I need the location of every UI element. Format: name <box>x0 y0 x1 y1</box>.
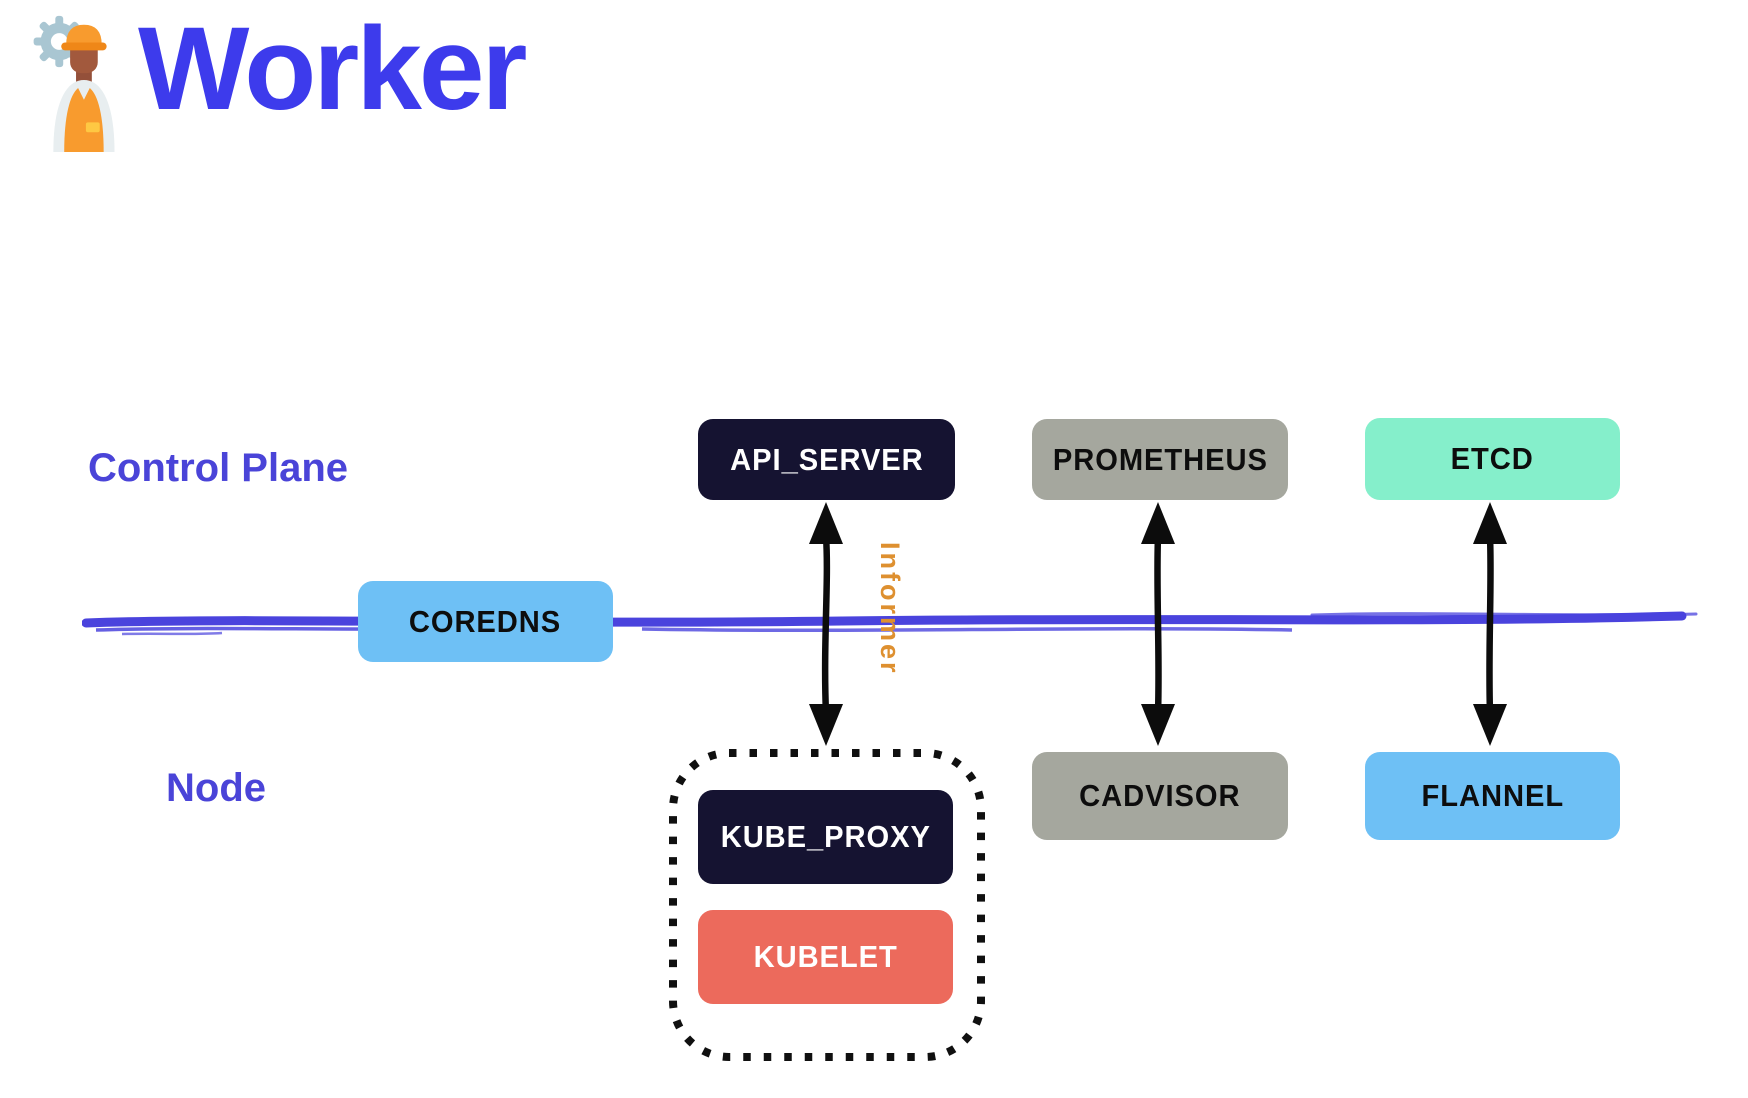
node-flannel-label: FLANNEL <box>1421 778 1564 813</box>
node-kubelet-label: KUBELET <box>753 939 898 974</box>
informer-label: Informer <box>875 542 905 676</box>
node-flannel: FLANNEL <box>1365 752 1620 840</box>
arrow-api-server-kube-proxy <box>804 502 848 746</box>
page-title: Worker <box>138 3 527 135</box>
node-prometheus: PROMETHEUS <box>1032 419 1288 500</box>
node-api-server: API_SERVER <box>698 419 955 500</box>
arrow-prometheus-cadvisor <box>1136 502 1180 746</box>
node-coredns: COREDNS <box>358 581 613 662</box>
node-kube-proxy-label: KUBE_PROXY <box>720 819 931 854</box>
node-etcd: ETCD <box>1365 418 1620 500</box>
construction-worker-icon <box>28 4 130 152</box>
control-plane-node-divider <box>81 602 1704 640</box>
node-etcd-label: ETCD <box>1450 441 1535 476</box>
control-plane-label: Control Plane <box>88 446 349 490</box>
node-coredns-label: COREDNS <box>409 603 562 639</box>
node-cadvisor: CADVISOR <box>1032 752 1288 840</box>
node-group-dotted-border <box>668 748 986 1062</box>
node-kubelet: KUBELET <box>698 910 953 1004</box>
node-section-label: Node <box>166 766 266 810</box>
node-api-server-label: API_SERVER <box>729 441 924 477</box>
node-prometheus-label: PROMETHEUS <box>1052 441 1268 477</box>
arrow-etcd-flannel <box>1468 502 1512 746</box>
node-kube-proxy: KUBE_PROXY <box>698 790 953 884</box>
node-cadvisor-label: CADVISOR <box>1079 778 1241 813</box>
